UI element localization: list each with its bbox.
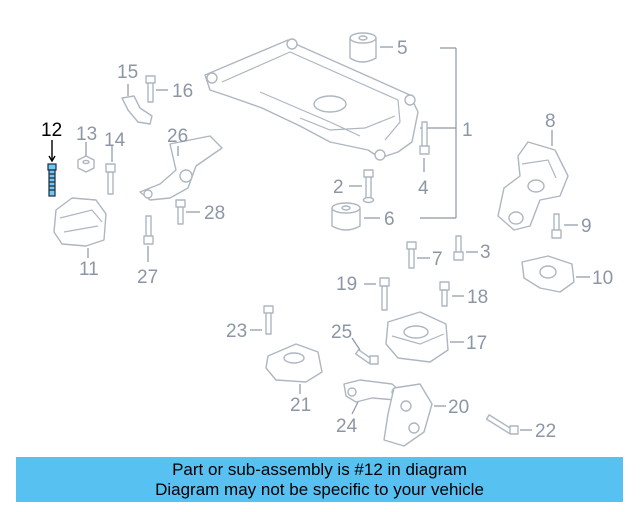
mount-part-17[interactable]: [385, 311, 449, 363]
bolt-part-19[interactable]: [379, 277, 390, 311]
callout-12: 12: [41, 120, 62, 141]
bolt-part-4[interactable]: [419, 121, 430, 155]
bolt-part-9[interactable]: [551, 213, 562, 239]
bolt-part-2[interactable]: [362, 169, 375, 204]
callout-3: 3: [480, 242, 491, 263]
caption-line-1: Part or sub-assembly is #12 in diagram: [172, 460, 467, 479]
subframe-part-1[interactable]: [204, 38, 419, 161]
callout-4: 4: [418, 178, 429, 199]
callout-5: 5: [397, 38, 408, 59]
callout-19: 19: [336, 274, 357, 295]
callout-14: 14: [104, 130, 126, 151]
callout-8: 8: [545, 111, 556, 132]
bolt-part-27[interactable]: [143, 215, 154, 245]
callout-6: 6: [384, 209, 395, 230]
callout-9: 9: [581, 216, 592, 237]
bolt-part-7[interactable]: [406, 241, 417, 269]
bracket-part-8[interactable]: [497, 141, 569, 231]
bolt-part-25[interactable]: [355, 349, 379, 365]
bracket-part-15[interactable]: [121, 95, 153, 125]
callout-2: 2: [333, 177, 344, 198]
callout-1: 1: [462, 120, 473, 141]
parts-diagram: 1 5 6 2 4 8 9: [41, 32, 613, 447]
mount-part-10[interactable]: [521, 255, 575, 293]
bushing-part-5[interactable]: [349, 32, 377, 63]
bolt-part-14[interactable]: [105, 163, 116, 195]
caption-line-2: Diagram may not be specific to your vehi…: [155, 480, 484, 499]
bolt-part-22[interactable]: [485, 414, 519, 435]
callout-17: 17: [466, 333, 487, 354]
callout-26: 26: [167, 126, 188, 147]
bushing-part-6[interactable]: [331, 202, 361, 231]
callout-15: 15: [117, 62, 138, 83]
callout-25: 25: [331, 322, 352, 343]
bolt-part-16[interactable]: [145, 75, 156, 103]
callout-20: 20: [448, 397, 469, 418]
callout-24: 24: [336, 416, 358, 437]
torque-arm-part-26[interactable]: [139, 135, 223, 201]
callout-10: 10: [592, 268, 613, 289]
mount-part-11[interactable]: [53, 197, 107, 247]
callout-23: 23: [226, 321, 247, 342]
callout-22: 22: [535, 421, 556, 442]
bolt-part-18[interactable]: [439, 281, 450, 307]
mount-part-21[interactable]: [265, 343, 323, 383]
callout-7: 7: [432, 249, 443, 270]
callout-28: 28: [204, 203, 225, 224]
caption-banner: Part or sub-assembly is #12 in diagram D…: [16, 457, 623, 502]
callout-13: 13: [76, 124, 97, 145]
nut-part-13[interactable]: [77, 155, 95, 173]
bolt-part-12-highlighted[interactable]: [47, 163, 57, 197]
callout-18: 18: [467, 287, 488, 308]
callout-27: 27: [137, 267, 158, 288]
bolt-part-28[interactable]: [175, 199, 186, 225]
bolt-part-3[interactable]: [453, 235, 464, 261]
bolt-part-23[interactable]: [263, 305, 274, 335]
callout-21: 21: [290, 395, 311, 416]
callout-11: 11: [79, 259, 99, 280]
bracket-part-20[interactable]: [383, 383, 433, 447]
callout-16: 16: [172, 81, 193, 102]
